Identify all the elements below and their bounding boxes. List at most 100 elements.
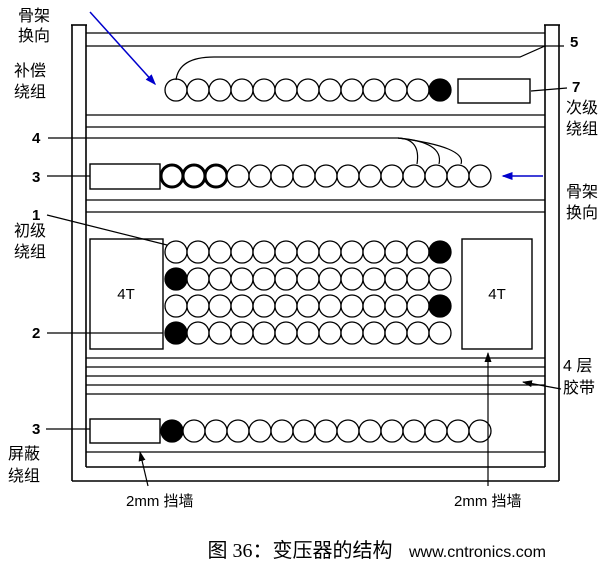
- winding-turn: [424, 419, 448, 443]
- winding-turn: [446, 164, 470, 188]
- tape-layer-lines: [86, 32, 545, 453]
- winding-turn: [362, 267, 386, 291]
- winding-turn: [384, 267, 408, 291]
- winding-turn: [428, 267, 452, 291]
- primary-tap-block: [89, 163, 161, 190]
- winding-turn: [402, 164, 426, 188]
- winding-turn: [468, 419, 492, 443]
- winding-turn: [274, 240, 298, 264]
- winding-turn: [274, 321, 298, 345]
- tape-pointer-arrow: [522, 380, 562, 390]
- winding-turn: [384, 294, 408, 318]
- winding-turn: [274, 267, 298, 291]
- lead-line-4-tap2: [397, 137, 441, 165]
- callout-7: 7: [572, 79, 580, 96]
- winding-turn: [362, 321, 386, 345]
- winding-turn: [402, 419, 426, 443]
- winding-turn-start-mark: [428, 240, 452, 264]
- tape-layers-label-line1: 4 层: [563, 358, 592, 375]
- winding-turn: [164, 78, 188, 102]
- winding-turn: [230, 294, 254, 318]
- winding-turn: [248, 419, 272, 443]
- winding-turn: [336, 164, 360, 188]
- winding-turn-start-mark: [428, 78, 452, 102]
- bobbin-reverse-top-label-line2: 换向: [18, 27, 50, 45]
- winding-turn: [186, 78, 210, 102]
- callout-4: 4: [32, 130, 41, 147]
- winding-turn: [203, 163, 229, 189]
- winding-turn: [428, 321, 452, 345]
- winding-turn: [424, 164, 448, 188]
- winding-turn: [314, 164, 338, 188]
- winding-turn: [318, 321, 342, 345]
- winding-turn: [292, 419, 316, 443]
- winding-turn: [252, 240, 276, 264]
- winding-turn: [208, 78, 232, 102]
- winding-turn: [406, 321, 430, 345]
- winding-turn: [252, 78, 276, 102]
- primary-winding-label-line1: 初级: [14, 222, 46, 240]
- winding-turn: [314, 419, 338, 443]
- winding-turn: [186, 321, 210, 345]
- bobbin-reverse-arrow-top: [89, 11, 157, 86]
- winding-turn-start-mark: [164, 267, 188, 291]
- winding-turn: [318, 267, 342, 291]
- winding-turn: [270, 419, 294, 443]
- winding-turn: [164, 240, 188, 264]
- winding-turn: [296, 321, 320, 345]
- winding-turn: [164, 294, 188, 318]
- winding-turn: [159, 163, 185, 189]
- winding-turn: [230, 321, 254, 345]
- winding-turn: [296, 267, 320, 291]
- winding-turn: [296, 78, 320, 102]
- bobbin-frame: [71, 24, 560, 482]
- winding-turn: [226, 164, 250, 188]
- compensation-winding-label-line2: 绕组: [14, 83, 46, 101]
- winding-turn-start-mark: [160, 419, 184, 443]
- winding-turn: [340, 240, 364, 264]
- winding-turn: [230, 78, 254, 102]
- left-margin-wall-block: [89, 238, 164, 350]
- secondary-winding-block: [457, 78, 531, 104]
- winding-turn: [208, 321, 232, 345]
- secondary-winding-label-line2: 绕组: [566, 120, 598, 138]
- lead-line-5: [175, 45, 564, 81]
- winding-turn: [230, 240, 254, 264]
- winding-turn: [270, 164, 294, 188]
- primary-winding-label-line2: 绕组: [14, 243, 46, 261]
- winding-turn: [248, 164, 272, 188]
- winding-turn: [384, 321, 408, 345]
- black-arrows: [138, 352, 562, 487]
- winding-turn: [292, 164, 316, 188]
- left-wall-pointer-arrow: [138, 451, 149, 487]
- winding-turn: [384, 240, 408, 264]
- shield-winding-label-line1: 屏蔽: [8, 445, 40, 463]
- bobbin-reverse-top-label-line1: 骨架: [18, 7, 50, 25]
- winding-turn: [230, 267, 254, 291]
- winding-turn: [336, 419, 360, 443]
- tape-layers-label-line2: 胶带: [563, 379, 595, 397]
- blue-arrows: [89, 11, 543, 180]
- winding-turn: [296, 294, 320, 318]
- winding-turn: [252, 294, 276, 318]
- winding-turn: [204, 419, 228, 443]
- winding-turn: [181, 163, 207, 189]
- winding-turn: [340, 321, 364, 345]
- winding-turn: [406, 240, 430, 264]
- right-2mm-wall-label: 2mm 挡墙: [454, 493, 522, 510]
- winding-turn: [340, 267, 364, 291]
- winding-turn-start-mark: [428, 294, 452, 318]
- winding-turn: [186, 294, 210, 318]
- winding-turn: [362, 294, 386, 318]
- left-4t-label: 4T: [117, 286, 135, 303]
- winding-turn: [384, 78, 408, 102]
- winding-turn: [406, 267, 430, 291]
- winding-turn: [468, 164, 492, 188]
- winding-turn: [446, 419, 470, 443]
- callout-2: 2: [32, 325, 40, 342]
- leader-lines: [46, 45, 568, 430]
- winding-turn: [362, 78, 386, 102]
- bobbin-reverse-right-label-line1: 骨架: [566, 183, 598, 201]
- compensation-winding-label-line1: 补偿: [14, 62, 46, 80]
